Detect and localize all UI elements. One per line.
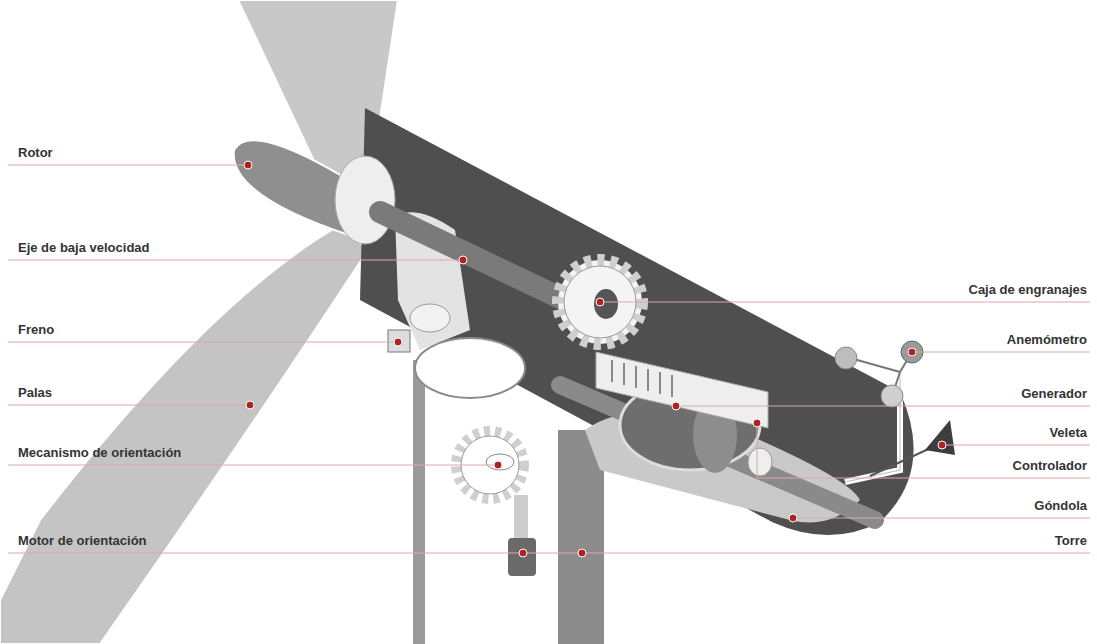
brake <box>388 330 410 352</box>
bearing <box>410 304 450 332</box>
yaw-motor <box>508 538 536 576</box>
blade <box>0 225 368 644</box>
leader-dot <box>596 298 604 306</box>
leader-dot <box>494 461 502 469</box>
leader-dot <box>908 348 916 356</box>
gear-hub <box>594 289 618 319</box>
part-label: Anemómetro <box>1007 332 1087 348</box>
leader-line <box>600 302 1090 303</box>
leader-line <box>8 405 250 406</box>
anemometer-arm <box>850 358 900 372</box>
part-label: Freno <box>18 322 54 338</box>
nacelle <box>360 108 914 535</box>
leader-dot <box>753 419 761 427</box>
leader-dot <box>672 402 680 410</box>
leader-line <box>8 465 498 466</box>
leader-line <box>676 406 1090 407</box>
part-label: Rotor <box>18 145 53 161</box>
vane-rod <box>870 446 935 476</box>
part-label: Palas <box>18 385 52 401</box>
part-label: Eje de baja velocidad <box>18 240 150 256</box>
rotor-blade <box>234 140 352 236</box>
leader-line <box>793 518 1090 519</box>
leader-dot <box>246 401 254 409</box>
wind-vane <box>925 420 955 455</box>
brake-disk <box>415 338 525 398</box>
part-label: Controlador <box>1013 458 1087 474</box>
leader-line <box>757 423 1090 478</box>
controller-slots <box>612 360 672 397</box>
leader-line <box>8 165 248 166</box>
leader-dots <box>244 161 946 557</box>
leader-line <box>912 352 1090 353</box>
leader-line <box>8 342 398 343</box>
leader-dot <box>789 514 797 522</box>
leader-dot <box>244 161 252 169</box>
part-label: Generador <box>1021 386 1087 402</box>
leader-dot <box>938 441 946 449</box>
leader-line <box>8 260 463 261</box>
yaw-gear-hole <box>486 454 514 470</box>
support-pole <box>413 360 425 644</box>
leader-line <box>8 553 1090 554</box>
hub <box>335 156 395 244</box>
part-label: Veleta <box>1049 425 1087 441</box>
leader-dot <box>578 549 586 557</box>
anemometer-cup <box>881 385 903 407</box>
leader-dot <box>519 549 527 557</box>
part-label: Góndola <box>1034 498 1087 514</box>
leader-line <box>942 445 1090 446</box>
leader-dot <box>459 256 467 264</box>
yaw-motor-shaft <box>514 495 528 540</box>
leader-dot <box>394 338 402 346</box>
part-label: Caja de engranajes <box>969 282 1088 298</box>
controller <box>596 352 768 428</box>
anemometer-cup <box>835 347 857 369</box>
generator-shaft-end <box>748 448 772 476</box>
part-label: Mecanismo de orientación <box>18 445 181 461</box>
low-speed-shaft <box>380 212 575 305</box>
part-label: Motor de orientación <box>18 533 147 549</box>
part-label: Torre <box>1055 533 1087 549</box>
leader-lines <box>8 165 1090 553</box>
